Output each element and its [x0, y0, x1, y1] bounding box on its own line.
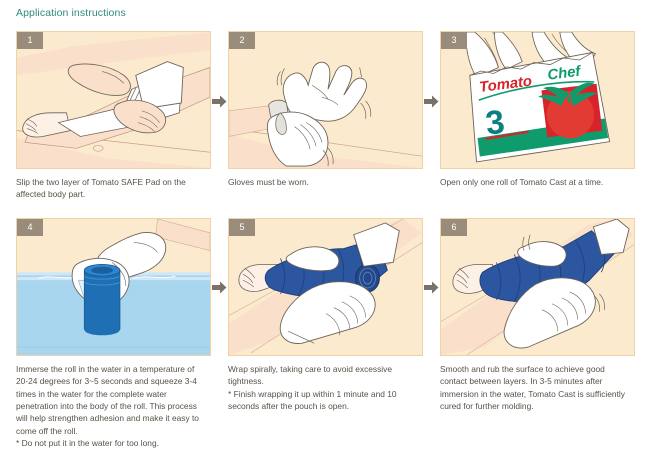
step-caption: Wrap spirally, taking care to avoid exce…: [228, 363, 397, 412]
step-number-badge: 1: [17, 32, 43, 49]
arrow-right-icon: [211, 218, 228, 358]
svg-text:Tomato: Tomato: [478, 74, 533, 96]
step-number-badge: 4: [17, 218, 43, 236]
page-title: Application instructions: [16, 7, 126, 19]
step-card: 4 Immerse the roll in the water in a tem…: [16, 217, 211, 450]
step-image-panel: Tomato Chef 3: [440, 31, 635, 169]
step-card: 6 Smooth and rub the surface to achieve …: [440, 217, 635, 413]
step-card: Tomato Chef 3: [440, 31, 635, 188]
step-caption: Smooth and rub the surface to achieve go…: [440, 363, 625, 412]
step-card: 2 Gloves must be worn.: [228, 31, 423, 188]
arrow-right-icon: [423, 218, 440, 358]
immerse-roll-illustration: [17, 218, 210, 355]
steps-row: 1 Slip the two layer of Tomato SAFE Pad …: [16, 31, 635, 201]
svg-text:3: 3: [484, 104, 507, 143]
step-number-badge: 5: [229, 218, 255, 236]
svg-text:Chef: Chef: [547, 64, 584, 84]
step-caption: Slip the two layer of Tomato SAFE Pad on…: [16, 177, 186, 200]
pad-slip-illustration: [17, 32, 210, 168]
step-number-badge: 6: [441, 218, 467, 236]
arrow-right-icon: [211, 31, 228, 171]
arrow-right-icon: [423, 31, 440, 171]
steps-grid: 1 Slip the two layer of Tomato SAFE Pad …: [16, 31, 635, 450]
step-number-badge: 3: [441, 32, 467, 49]
wrap-spirally-illustration: [229, 218, 422, 355]
package-open-illustration: Tomato Chef 3: [441, 32, 634, 168]
steps-row: 4 Immerse the roll in the water in a tem…: [16, 217, 635, 450]
step-caption: Open only one roll of Tomato Cast at a t…: [440, 177, 604, 187]
step-image-panel: 6: [440, 217, 635, 356]
step-image-panel: 5: [228, 217, 423, 356]
step-card: 5 Wrap spirally, taking care to avoid ex…: [228, 217, 423, 413]
step-card: 1 Slip the two layer of Tomato SAFE Pad …: [16, 31, 211, 201]
step-image-panel: 2: [228, 31, 423, 169]
step-image-panel: 4: [16, 217, 211, 356]
step-caption: Immerse the roll in the water in a tempe…: [16, 363, 199, 449]
gloves-illustration: [229, 32, 422, 168]
smooth-rub-illustration: [441, 218, 634, 355]
step-image-panel: 1: [16, 31, 211, 169]
step-number-badge: 2: [229, 32, 255, 49]
step-caption: Gloves must be worn.: [228, 177, 309, 187]
